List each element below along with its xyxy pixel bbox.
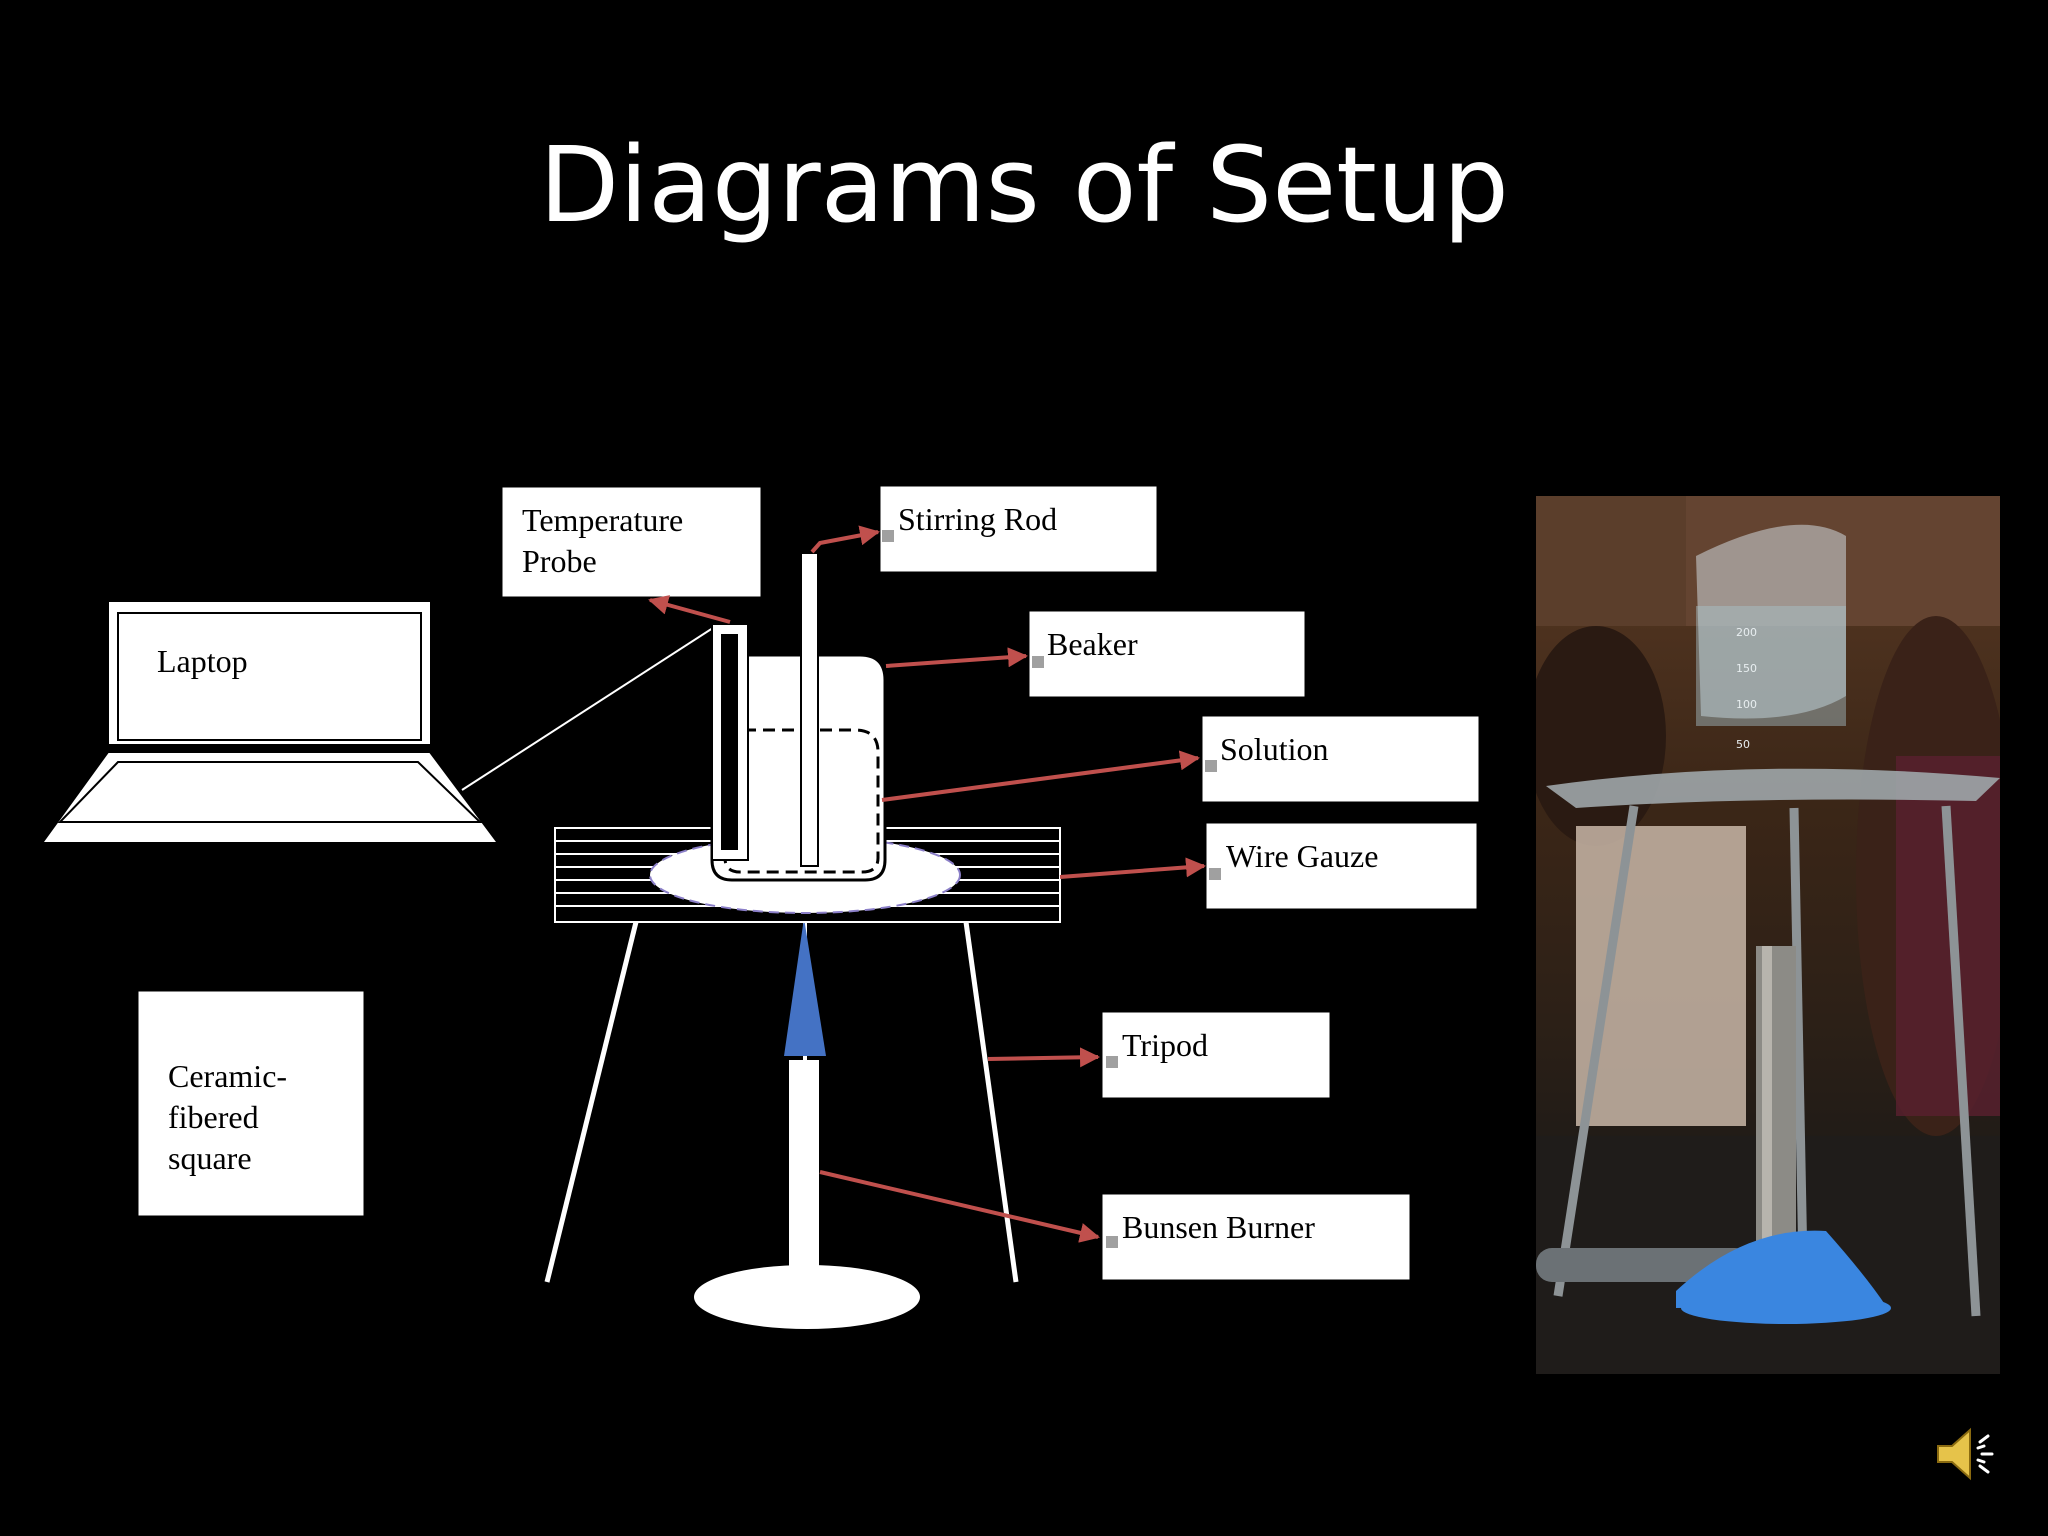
tripod-label: Tripod — [1122, 1027, 1208, 1063]
ceramic-square: Ceramic- fibered square — [137, 990, 365, 1217]
arrow-to-temperature-probe — [648, 595, 731, 624]
wire-gauze-callout: Wire Gauze — [1205, 822, 1478, 910]
arrow-to-stirring-rod — [810, 525, 880, 554]
svg-text:50: 50 — [1736, 738, 1750, 751]
beaker-callout: Beaker — [1028, 610, 1306, 698]
laptop-illustration: Laptop — [40, 600, 500, 844]
temperature-probe-illustration — [711, 623, 749, 861]
stirring-rod-label: Stirring Rod — [898, 501, 1057, 537]
arrow-to-beaker — [885, 647, 1028, 668]
solution-callout: Solution — [1201, 715, 1480, 803]
slide-title: Diagrams of Setup — [539, 124, 1509, 246]
arrow-to-solution — [881, 750, 1200, 802]
tripod-callout: Tripod — [1101, 1011, 1331, 1099]
wire-gauze-label: Wire Gauze — [1226, 838, 1378, 874]
connector-handles — [882, 530, 1221, 1248]
temperature-probe-label-line1: Temperature — [522, 502, 683, 538]
arrow-to-tripod — [987, 1047, 1100, 1068]
svg-text:100: 100 — [1736, 698, 1757, 711]
stirring-rod-callout: Stirring Rod — [879, 485, 1158, 573]
laptop-label: Laptop — [157, 643, 248, 679]
probe-cable — [461, 625, 717, 791]
bunsen-burner-callout: Bunsen Burner — [1101, 1193, 1411, 1281]
ceramic-label-line2: fibered — [168, 1099, 259, 1135]
bunsen-burner-illustration — [694, 918, 920, 1329]
beaker-graduation-marks: 200 150 100 50 — [1736, 626, 1757, 751]
svg-text:200: 200 — [1736, 626, 1757, 639]
callout-arrows — [648, 525, 1206, 1243]
arrow-to-bunsen-burner — [819, 1170, 1100, 1243]
beaker-illustration — [710, 653, 887, 882]
speaker-icon[interactable] — [1930, 1418, 2002, 1490]
tripod-legs — [544, 921, 1019, 1283]
flame-icon — [784, 918, 826, 1056]
arrow-to-wire-gauze — [1059, 857, 1206, 879]
solution-label: Solution — [1220, 731, 1328, 767]
temperature-probe-callout: Temperature Probe — [501, 486, 762, 598]
ceramic-label-line3: square — [168, 1140, 252, 1176]
svg-text:150: 150 — [1736, 662, 1757, 675]
lab-setup-photo: 200 150 100 50 — [1536, 496, 2000, 1374]
ceramic-label-line1: Ceramic- — [168, 1058, 287, 1094]
bunsen-burner-label: Bunsen Burner — [1122, 1209, 1315, 1245]
beaker-label: Beaker — [1047, 626, 1138, 662]
temperature-probe-label-line2: Probe — [522, 543, 597, 579]
stirring-rod-illustration — [800, 552, 819, 867]
